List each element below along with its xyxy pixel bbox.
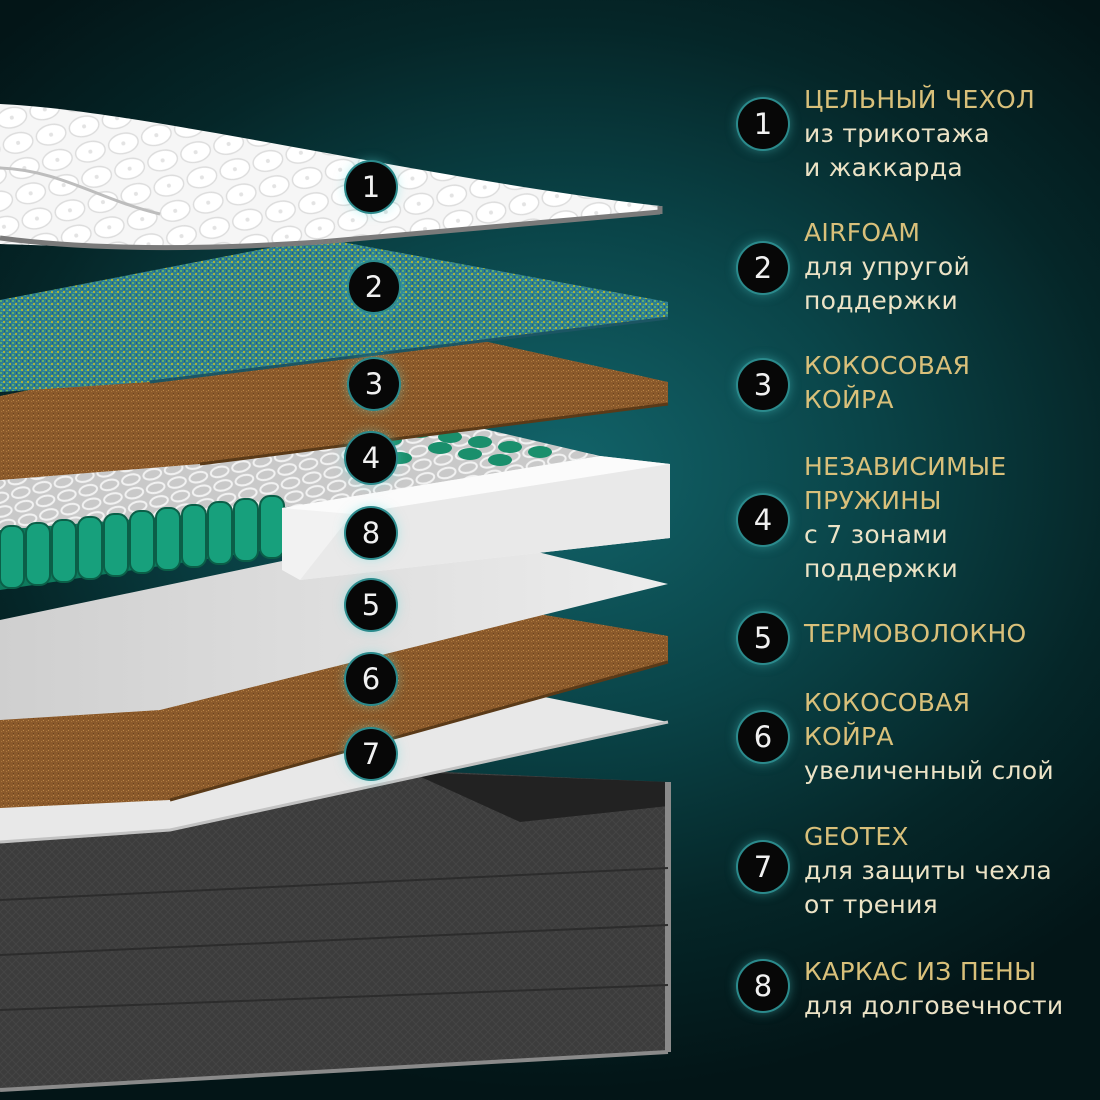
legend-title: AIRFOAM bbox=[804, 218, 921, 247]
layer-marker-8: 8 bbox=[346, 508, 396, 558]
legend-subtitle: для защиты чехла bbox=[804, 856, 1052, 885]
legend-number-badge: 1 bbox=[738, 99, 788, 149]
layer-marker-6: 6 bbox=[346, 654, 396, 704]
legend-subtitle: для упругой bbox=[804, 252, 971, 281]
legend-title: КОКОСОВАЯ bbox=[804, 688, 971, 717]
legend-subtitle: для долговечности bbox=[804, 991, 1064, 1020]
layer-marker-7: 7 bbox=[346, 729, 396, 779]
legend-number-badge: 5 bbox=[738, 613, 788, 663]
legend-subtitle: поддержки bbox=[804, 554, 959, 583]
legend-title: НЕЗАВИСИМЫЕ bbox=[804, 452, 1007, 481]
legend-subtitle: с 7 зонами bbox=[804, 520, 948, 549]
legend-number-badge: 8 bbox=[738, 961, 788, 1011]
layer-marker-1: 1 bbox=[346, 162, 396, 212]
mattress-layers-illustration bbox=[0, 104, 671, 1092]
layer-marker-2: 2 bbox=[349, 262, 399, 312]
legend-subtitle: поддержки bbox=[804, 286, 959, 315]
legend-title-line-2: КОЙРА bbox=[804, 722, 894, 751]
legend-subtitle: увеличенный слой bbox=[804, 756, 1054, 785]
legend-number-badge: 4 bbox=[738, 495, 788, 545]
legend-title: КОКОСОВАЯ bbox=[804, 351, 971, 380]
legend-title: GEOTEX bbox=[804, 822, 909, 851]
legend-number-badge: 3 bbox=[738, 360, 788, 410]
legend-number-badge: 2 bbox=[738, 243, 788, 293]
legend-title: ТЕРМОВОЛОКНО bbox=[804, 619, 1027, 648]
legend-subtitle: от трения bbox=[804, 890, 938, 919]
legend-number-badge: 6 bbox=[738, 712, 788, 762]
legend-title: ЦЕЛЬНЫЙ ЧЕХОЛ bbox=[804, 85, 1036, 114]
layer-marker-3: 3 bbox=[349, 359, 399, 409]
legend-subtitle: и жаккарда bbox=[804, 153, 964, 182]
legend-title-line-2: ПРУЖИНЫ bbox=[804, 486, 942, 515]
legend-title: КАРКАС ИЗ ПЕНЫ bbox=[804, 957, 1037, 986]
legend-title-line-2: КОЙРА bbox=[804, 385, 894, 414]
layer-marker-4: 4 bbox=[346, 433, 396, 483]
legend-subtitle: из трикотажа bbox=[804, 119, 990, 148]
layer-marker-5: 5 bbox=[346, 580, 396, 630]
legend-number-badge: 7 bbox=[738, 842, 788, 892]
